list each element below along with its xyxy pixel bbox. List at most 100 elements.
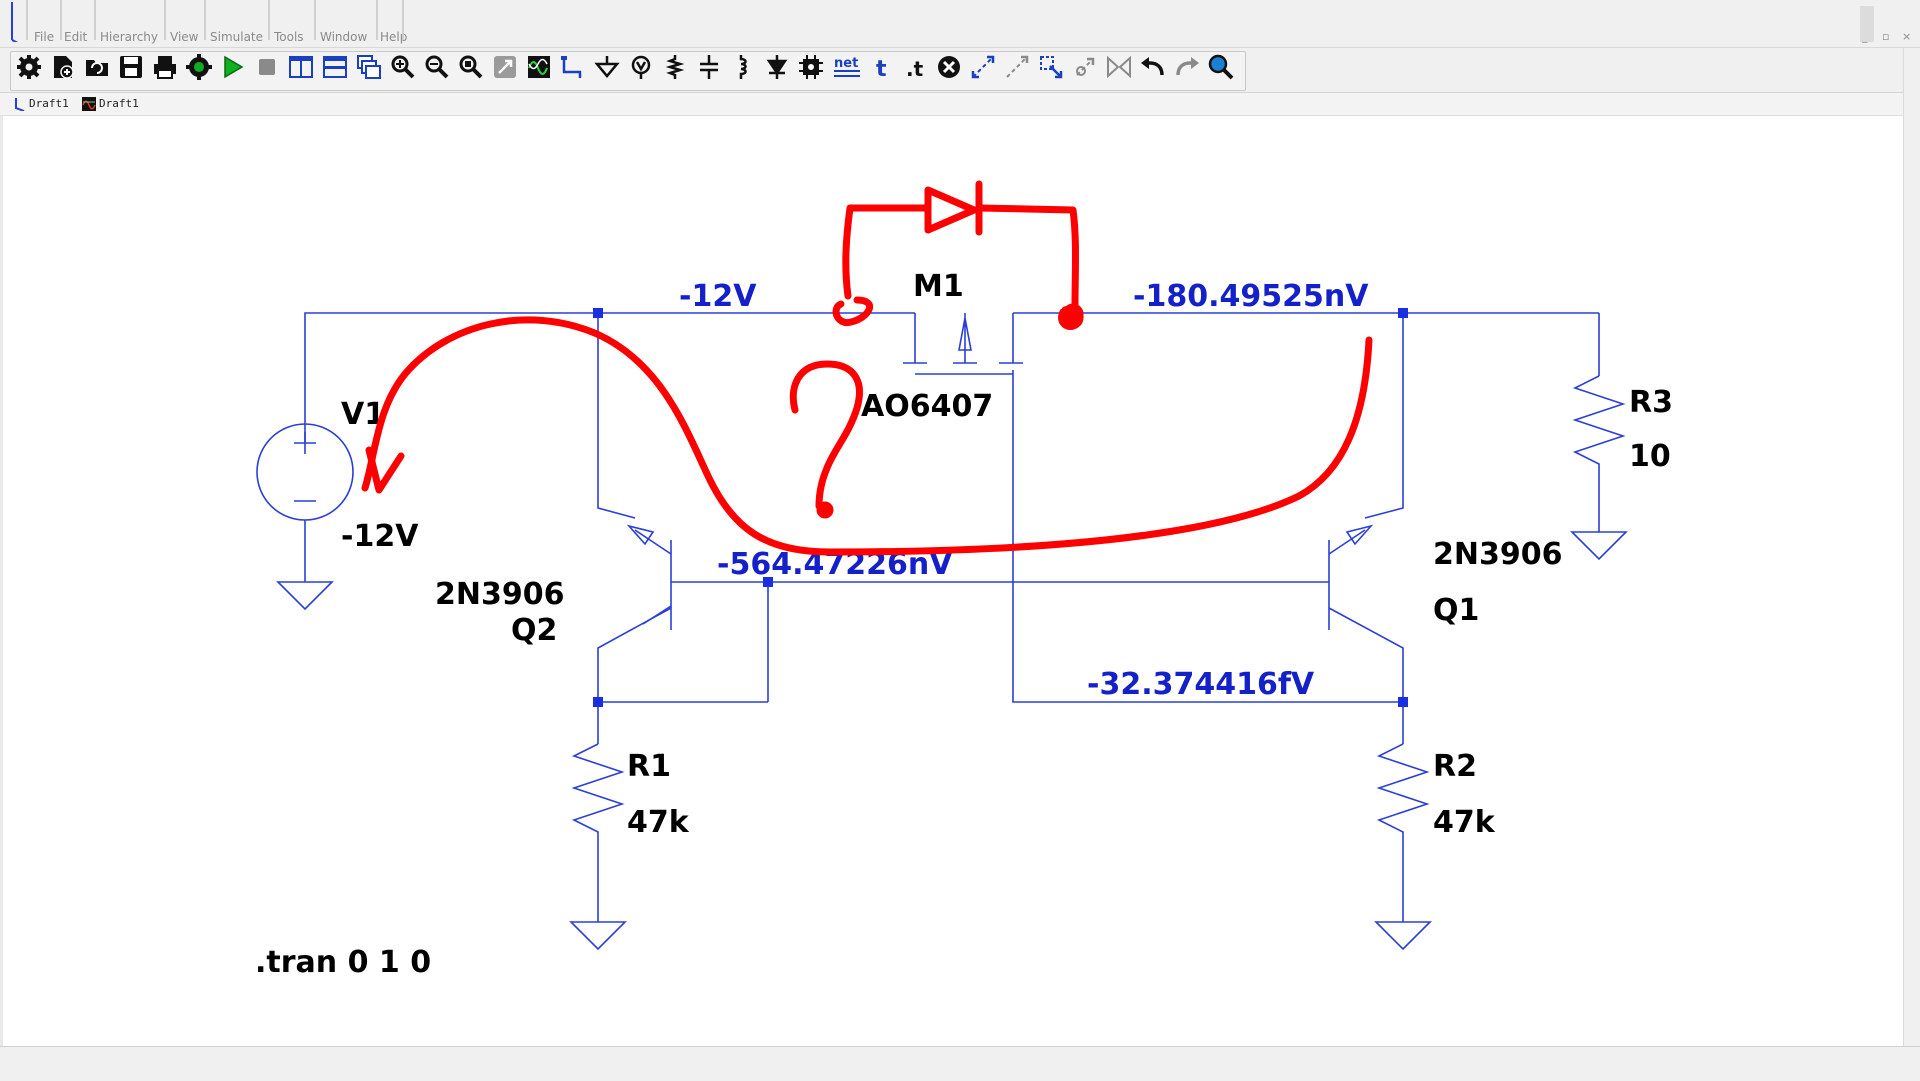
vertical-scrollbar[interactable] — [1903, 48, 1920, 1046]
tab-waveform-draft1[interactable]: Draft1 — [82, 95, 139, 113]
mirror-icon[interactable] — [1106, 54, 1132, 80]
annotation-red-dot — [1062, 303, 1084, 325]
settings-icon[interactable] — [16, 54, 42, 80]
close-icon[interactable]: × — [1902, 30, 1912, 43]
r2-name-label[interactable]: R2 — [1433, 749, 1477, 784]
delete-icon[interactable] — [936, 54, 962, 80]
tab-bar: Draft1 Draft1 — [0, 93, 1920, 116]
save-icon[interactable] — [118, 54, 144, 80]
toolbar-buttons: net t .t — [0, 48, 1260, 92]
halt-icon[interactable] — [254, 54, 280, 80]
ground-icon[interactable] — [594, 54, 620, 80]
node-label-top-right[interactable]: -180.49525nV — [1133, 279, 1369, 314]
new-schematic-icon[interactable] — [50, 54, 76, 80]
r2-value-label[interactable]: 47k — [1433, 805, 1496, 840]
zoom-in-icon[interactable] — [390, 54, 416, 80]
restore-icon[interactable]: ▫ — [1882, 30, 1890, 43]
r3-name-label[interactable]: R3 — [1629, 385, 1673, 420]
ground-r3 — [1570, 531, 1628, 561]
node-label-emitter[interactable]: -32.374416fV — [1087, 667, 1315, 702]
m1-model-label[interactable]: AO6407 — [861, 389, 993, 424]
menu-divider — [268, 0, 270, 40]
ground-r2 — [1374, 921, 1432, 951]
menu-help[interactable]: Help — [380, 30, 408, 44]
duplicate-icon[interactable] — [970, 54, 996, 80]
zoom-region-icon[interactable] — [492, 54, 518, 80]
tab-label: Draft1 — [99, 97, 139, 110]
inductor-icon[interactable] — [730, 54, 756, 80]
q1-model-label[interactable]: 2N3906 — [1433, 537, 1562, 572]
capacitor-icon[interactable] — [696, 54, 722, 80]
voltage-source-v1[interactable] — [256, 423, 354, 521]
resistors — [571, 375, 1626, 838]
menu-simulate[interactable]: Simulate — [210, 30, 264, 44]
net-label-icon[interactable] — [628, 54, 654, 80]
r3-value-label[interactable]: 10 — [1629, 439, 1671, 474]
q2-name-label[interactable]: Q2 — [511, 613, 557, 648]
cascade-icon[interactable] — [356, 54, 382, 80]
drag-icon[interactable] — [1038, 54, 1064, 80]
annotation-loop-left — [832, 296, 873, 327]
junction-dots — [593, 308, 1408, 707]
menu-file[interactable]: File — [34, 30, 55, 44]
menu-window[interactable]: Window — [320, 30, 368, 44]
print-icon[interactable] — [152, 54, 178, 80]
net-icon-label: net — [834, 56, 858, 71]
directive-icon-label: .t — [906, 57, 924, 80]
v1-value-label[interactable]: -12V — [341, 519, 419, 554]
menu-tools[interactable]: Tools — [274, 30, 304, 44]
wire-icon[interactable] — [560, 54, 586, 80]
node-label-top-left[interactable]: -12V — [679, 279, 757, 314]
find-icon[interactable] — [1208, 54, 1234, 80]
rotate-icon[interactable] — [1072, 54, 1098, 80]
redo-icon[interactable] — [1174, 54, 1200, 80]
tab-schematic-draft1[interactable]: Draft1 — [12, 95, 69, 113]
scroll-grip — [1860, 6, 1874, 42]
menu-divider — [204, 0, 206, 40]
r1-value-label[interactable]: 47k — [627, 805, 690, 840]
run-icon[interactable] — [220, 54, 246, 80]
spice-directive-icon[interactable]: .t — [902, 54, 928, 80]
r1-name-label[interactable]: R1 — [627, 749, 671, 784]
menu-hierarchy[interactable]: Hierarchy — [100, 30, 159, 44]
menu-edit[interactable]: Edit — [64, 30, 88, 44]
transistor-q1[interactable] — [1328, 524, 1374, 630]
m1-name-label[interactable]: M1 — [913, 269, 964, 304]
menu-divider — [402, 0, 404, 40]
annotation-question-mark — [789, 360, 863, 510]
status-bar — [0, 1046, 1920, 1081]
zoom-out-icon[interactable] — [424, 54, 450, 80]
q1-name-label[interactable]: Q1 — [1433, 593, 1479, 628]
open-icon[interactable] — [84, 54, 110, 80]
move-icon[interactable] — [1004, 54, 1030, 80]
diode-icon[interactable] — [764, 54, 790, 80]
menu-divider — [376, 0, 378, 40]
resistor-icon[interactable] — [662, 54, 688, 80]
tile-vertical-icon[interactable] — [288, 54, 314, 80]
menu-divider — [26, 0, 28, 40]
minimize-icon[interactable]: _ — [1862, 30, 1868, 43]
schematic-wires — [304, 312, 1600, 922]
annotation-arrow-path — [361, 316, 1373, 556]
q2-model-label[interactable]: 2N3906 — [435, 577, 564, 612]
zoom-fit-icon[interactable] — [458, 54, 484, 80]
transistor-q2[interactable] — [626, 524, 672, 630]
resistor-r1 — [571, 743, 625, 838]
text-icon[interactable]: t — [868, 54, 894, 80]
waveform-icon — [82, 97, 96, 111]
menu-bar: File Edit Hierarchy View Simulate Tools … — [0, 0, 1920, 48]
schematic-canvas[interactable]: -12V M1 -180.49525nV AO6407 V1 -12V R3 1… — [0, 116, 1907, 1046]
ground-symbols — [276, 531, 1628, 951]
waveform-icon[interactable] — [526, 54, 552, 80]
spice-directive-label[interactable]: .tran 0 1 0 — [255, 945, 431, 980]
control-panel-icon[interactable] — [186, 54, 212, 80]
schematic-drawing: -12V M1 -180.49525nV AO6407 V1 -12V R3 1… — [255, 180, 1673, 980]
net-name-icon[interactable]: net — [832, 54, 862, 80]
tile-horizontal-icon[interactable] — [322, 54, 348, 80]
mosfet-m1[interactable] — [903, 313, 1023, 375]
undo-icon[interactable] — [1140, 54, 1166, 80]
menu-view[interactable]: View — [170, 30, 199, 44]
annotation-arrow-head — [365, 446, 405, 494]
ground-r1 — [569, 921, 627, 951]
component-icon[interactable] — [798, 54, 824, 80]
